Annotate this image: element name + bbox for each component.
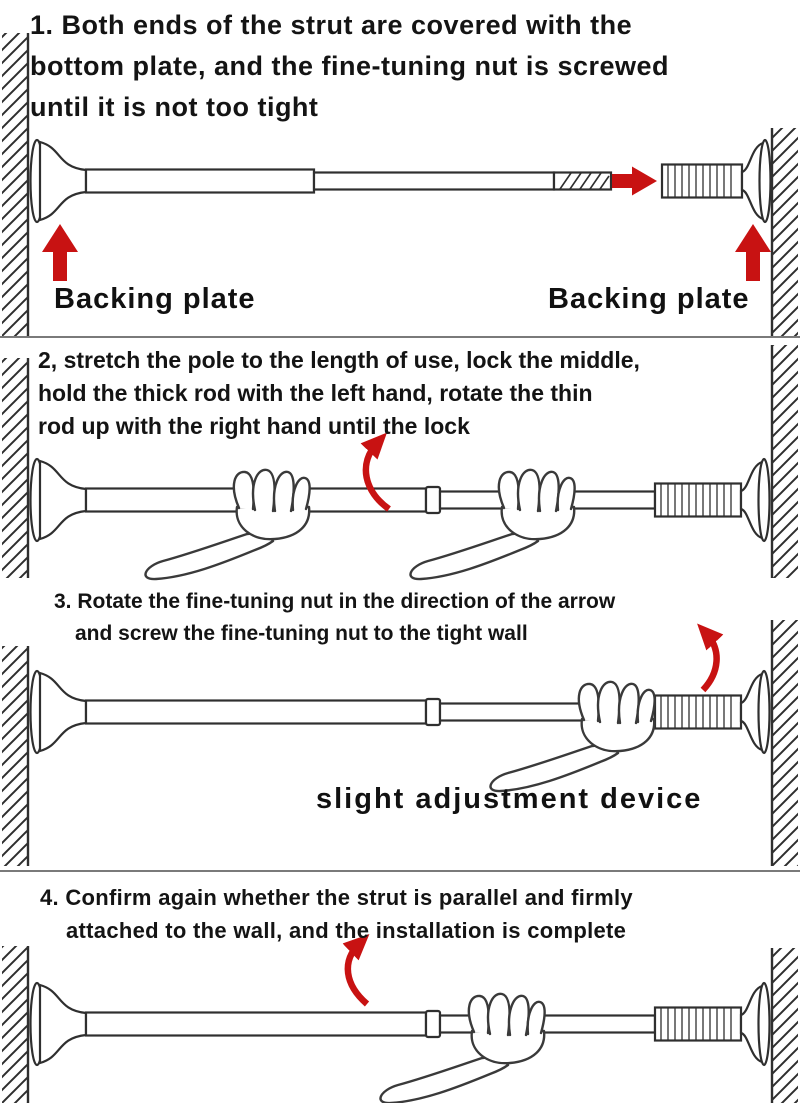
step-1-text: 1. Both ends of the strut are covered wi…	[30, 5, 669, 128]
up-arrow-icon-right	[735, 224, 771, 281]
rotate-arrow-icon-step3	[697, 623, 724, 693]
wall-right-section-4	[770, 948, 798, 1103]
step-1-line-2: bottom plate, and the fine-tuning nut is…	[30, 51, 670, 81]
wall-right-section-1	[770, 128, 798, 337]
wall-left-section-4	[2, 946, 30, 1103]
step-1-line-3: until it is not too tight	[30, 92, 319, 122]
step-2-line-1: 2, stretch the pole to the length of use…	[38, 347, 640, 373]
tension-rod-assembled-step4	[29, 981, 771, 1067]
adjustment-device-caption: slight adjustment device	[316, 783, 703, 815]
rotate-arrow-icon-step4	[342, 934, 370, 1007]
step-4-text: 4. Confirm again whether the strut is pa…	[40, 881, 633, 947]
step-4-line-1: 4. Confirm again whether the strut is pa…	[40, 885, 633, 910]
step-2-text: 2, stretch the pole to the length of use…	[38, 344, 640, 443]
backing-plate-label-right: Backing plate	[548, 283, 750, 315]
hand-illustration-step4	[379, 992, 546, 1103]
step-3-line-2: and screw the fine-tuning nut to the tig…	[75, 622, 528, 645]
wall-right-section-2	[770, 345, 798, 578]
up-arrow-icon-left	[42, 224, 78, 281]
step-3-text: 3. Rotate the fine-tuning nut in the dir…	[54, 586, 615, 650]
wall-left-section-3	[2, 646, 30, 866]
wall-right-section-3	[770, 620, 798, 866]
step-4-line-2: attached to the wall, and the installati…	[66, 918, 627, 943]
step-1-line-1: 1. Both ends of the strut are covered wi…	[30, 10, 633, 40]
right-arrow-icon	[612, 166, 657, 196]
tension-rod-assembled-step2	[29, 457, 771, 543]
hand-illustration-step3	[489, 680, 656, 793]
wall-left-section-2	[2, 358, 30, 578]
step-2-line-3: rod up with the right hand until the loc…	[38, 413, 470, 439]
step-2-line-2: hold the thick rod with the left hand, r…	[38, 380, 593, 406]
rotate-arrow-icon-step2	[360, 432, 391, 512]
wall-left-section-1	[2, 33, 30, 337]
left-hand-illustration	[144, 468, 311, 581]
step-3-line-1: 3. Rotate the fine-tuning nut in the dir…	[54, 590, 616, 613]
tension-rod-separated	[29, 138, 772, 224]
backing-plate-label-left: Backing plate	[54, 283, 256, 315]
tension-rod-assembled-step3	[29, 669, 771, 755]
